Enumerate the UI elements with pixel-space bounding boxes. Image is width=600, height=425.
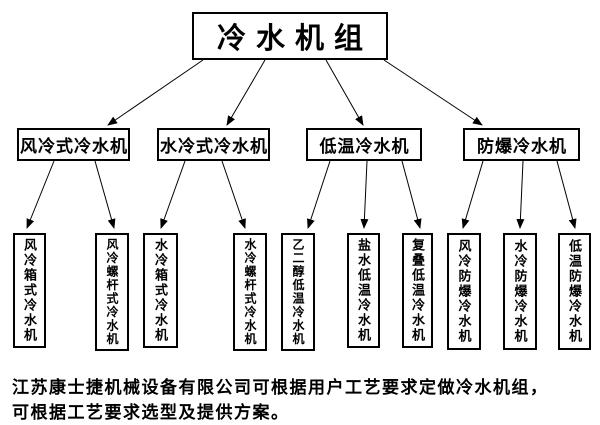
- leaf-glycol-low-temp-chiller: 乙二醇低温冷水机: [281, 233, 315, 351]
- footer-note-line2: 可根据工艺要求选型及提供方案。: [12, 403, 290, 422]
- leaf-label: 复叠低温冷水机: [410, 238, 425, 343]
- leaf-water-cooled-screw-chiller: 水冷螺杆式冷水机: [233, 233, 267, 351]
- leaf-label: 风冷防爆冷水机: [456, 239, 472, 344]
- leaf-brine-low-temp-chiller: 盐水低温冷水机: [347, 233, 380, 348]
- footer-note: 江苏康士捷机械设备有限公司可根据用户工艺要求定做冷水机组， 可根据工艺要求选型及…: [12, 375, 596, 425]
- node-water-cooled-chiller: 水冷式冷水机: [157, 128, 270, 161]
- leaf-label: 风冷螺杆式冷水机: [105, 238, 119, 346]
- leaf-air-cooled-box-chiller: 风冷箱式冷水机: [13, 233, 46, 348]
- leaf-water-cooled-explosion-proof-chiller: 水冷防爆冷水机: [503, 233, 537, 350]
- node-low-temp-chiller: 低温冷水机: [306, 128, 422, 161]
- leaf-low-temp-explosion-proof-chiller: 低温防爆冷水机: [558, 233, 591, 350]
- leaf-label: 乙二醇低温冷水机: [291, 238, 305, 346]
- leaf-label: 风冷箱式冷水机: [22, 238, 37, 343]
- node-explosion-proof-chiller: 防爆冷水机: [463, 128, 580, 161]
- leaf-air-cooled-screw-chiller: 风冷螺杆式冷水机: [95, 233, 129, 351]
- leaf-label: 水冷箱式冷水机: [153, 238, 168, 343]
- node-root-chiller-unit: 冷水机组: [192, 12, 388, 60]
- node-air-cooled-chiller: 风冷式冷水机: [17, 128, 130, 161]
- leaf-water-cooled-box-chiller: 水冷箱式冷水机: [143, 233, 178, 348]
- leaf-label: 水冷螺杆式冷水机: [243, 238, 257, 346]
- leaf-label: 盐水低温冷水机: [356, 238, 371, 343]
- leaf-air-cooled-explosion-proof-chiller: 风冷防爆冷水机: [447, 233, 481, 350]
- leaf-label: 低温防爆冷水机: [567, 239, 582, 344]
- leaf-cascade-low-temp-chiller: 复叠低温冷水机: [402, 233, 433, 348]
- footer-note-line1: 江苏康士捷机械设备有限公司可根据用户工艺要求定做冷水机组，: [12, 378, 549, 397]
- leaf-label: 水冷防爆冷水机: [512, 239, 528, 344]
